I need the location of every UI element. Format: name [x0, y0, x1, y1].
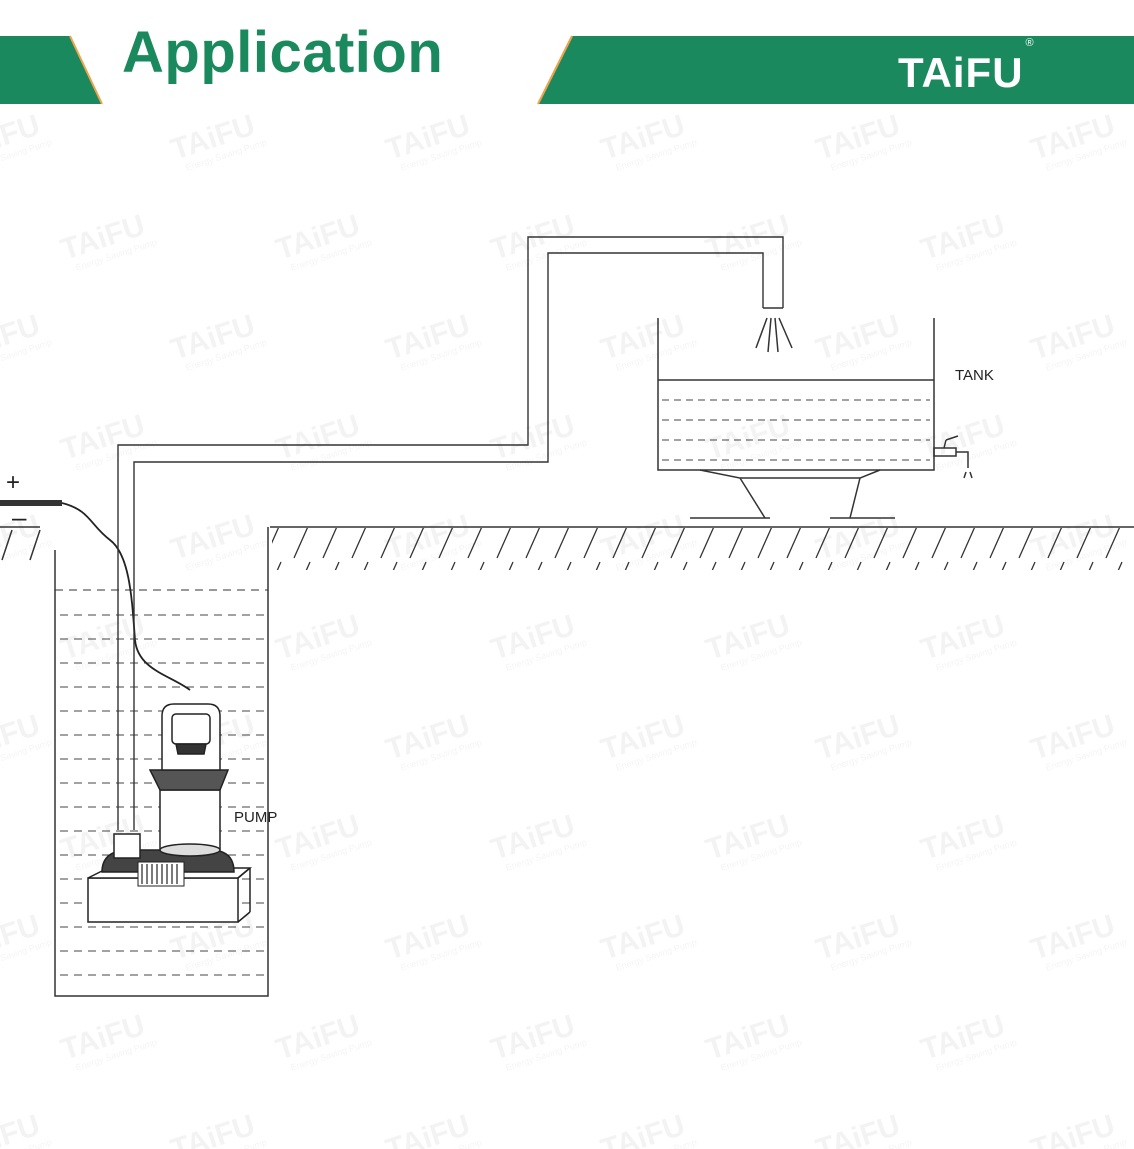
pump-outlet-port: [113, 833, 141, 859]
ground-hatching: [272, 528, 1134, 570]
power-cable: [61, 502, 191, 691]
ground: [0, 526, 1134, 570]
watermark-text: TAiFU: [1132, 809, 1134, 867]
tank-walls: [657, 318, 935, 471]
watermark-tile: TAiFUEnergy Saving Pump: [1132, 209, 1134, 267]
watermark-tile: TAiFUEnergy Saving Pump: [1132, 809, 1134, 867]
brand-logo: TAiFU®: [898, 38, 1035, 96]
pump-body: [159, 789, 221, 850]
discharge-pipe: [117, 236, 784, 830]
power-source: + –: [0, 469, 62, 532]
header-banner: Application TAiFU®: [0, 0, 1134, 110]
brand-name: TAiFU: [898, 49, 1024, 96]
watermark-text: TAiFU: [1132, 1009, 1134, 1067]
power-terminal-plate: [0, 500, 62, 506]
page-title: Application: [122, 20, 444, 85]
watermark-text: TAiFU: [1132, 409, 1134, 467]
watermark-text: TAiFU: [1132, 609, 1134, 667]
submersible-pump: [87, 703, 253, 923]
left-orange-edge: [69, 35, 103, 105]
pipe-outer-wall: [117, 236, 784, 830]
watermark-tile: TAiFUEnergy Saving Pump: [1132, 609, 1134, 667]
tank-label: TANK: [955, 367, 994, 384]
watermark-tile: TAiFUEnergy Saving Pump: [1132, 409, 1134, 467]
tank-stand-left: [699, 469, 766, 519]
ground-hatch-left: [1, 529, 13, 561]
pump-handle-opening: [171, 713, 211, 745]
header-stripes: [0, 35, 1134, 105]
pump-label: PUMP: [234, 809, 277, 826]
right-orange-edge: [537, 35, 573, 105]
well: [54, 527, 269, 997]
right-green-banner: [538, 36, 1134, 104]
watermark-tile: TAiFUEnergy Saving Pump: [1132, 1009, 1134, 1067]
pump-cable-gland: [175, 743, 207, 755]
left-green-stripe: [0, 36, 102, 104]
water-tank: [657, 318, 935, 519]
minus-label: –: [12, 502, 27, 532]
registered-mark: ®: [1025, 37, 1035, 49]
tank-stand-right: [849, 469, 881, 519]
tank-water: [662, 399, 930, 461]
well-walls: [54, 527, 269, 997]
plus-label: +: [6, 469, 20, 496]
water-spray: [755, 317, 793, 353]
pump-collar: [148, 769, 230, 791]
watermark-text: TAiFU: [1132, 209, 1134, 267]
pipe-inner-wall: [133, 252, 764, 830]
tap-icon: [933, 435, 973, 479]
pump-base-block: [87, 877, 239, 923]
pump-vent-grille: [137, 861, 185, 887]
ground-hatch-left-2: [29, 529, 41, 561]
